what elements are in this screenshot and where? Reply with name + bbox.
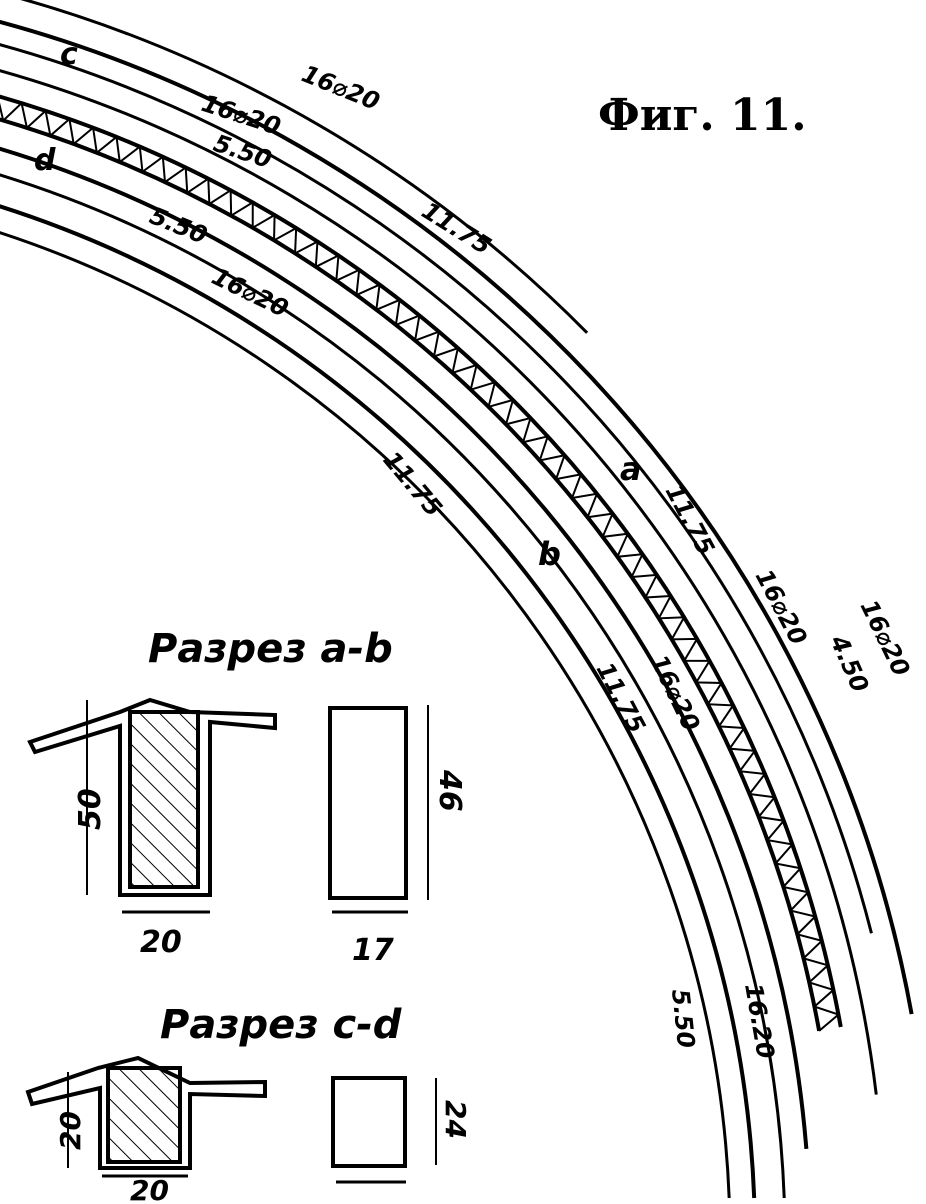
- dim-outer-bars-2: 16⌀20: [198, 89, 284, 141]
- rebar-arc: [0, 173, 786, 1199]
- rebar-arc: [19, 0, 589, 334]
- dim-bars: 16⌀20: [750, 565, 813, 650]
- section-cd-height: 20: [54, 1111, 87, 1150]
- dim-length: 16.20: [739, 981, 780, 1061]
- dim-outer-bars: 16⌀20: [298, 60, 384, 116]
- section-cd-beam: [25, 1055, 267, 1178]
- figure-title: Фиг. 11.: [598, 90, 807, 141]
- section-ab-core-height: 46: [432, 769, 467, 812]
- truss-chord: [0, 117, 822, 1032]
- section-ab-title: Разрез a-b: [148, 626, 393, 672]
- section-cd-width: 20: [130, 1174, 169, 1204]
- label-a: a: [620, 450, 642, 488]
- rebar-arc: [0, 19, 914, 1015]
- rebar-arc: [0, 204, 757, 1199]
- section-cd-core-height: 24: [439, 1100, 472, 1139]
- dim-bars: 16⌀20: [645, 650, 706, 735]
- dim-length: 4.50: [824, 630, 874, 696]
- rebar-arc: [0, 69, 878, 1095]
- section-ab-core: [328, 705, 429, 914]
- rebar-arc: [0, 43, 873, 934]
- section-ab-beam: [27, 697, 277, 914]
- dim-length: 11.75: [377, 446, 447, 522]
- truss-arch: [0, 94, 843, 1032]
- rebar-arc: [0, 231, 731, 1199]
- dim-bars: 16⌀20: [207, 262, 292, 323]
- label-b: b: [538, 535, 561, 573]
- label-d: d: [34, 143, 56, 178]
- section-ab-height: 50: [73, 788, 108, 830]
- section-cd-core: [331, 1076, 437, 1184]
- dim-length: 11.75: [591, 658, 651, 738]
- truss-web: [0, 101, 841, 1032]
- rebar-arc: [0, 146, 809, 1150]
- section-cd-title: Разрез c-d: [160, 1002, 402, 1048]
- dim-length: 5.50: [666, 988, 700, 1050]
- section-ab-width: 20: [140, 925, 182, 960]
- section-ab-core-width: 17: [352, 933, 394, 968]
- label-c: c: [60, 37, 78, 72]
- dim-length: 5.50: [146, 202, 211, 250]
